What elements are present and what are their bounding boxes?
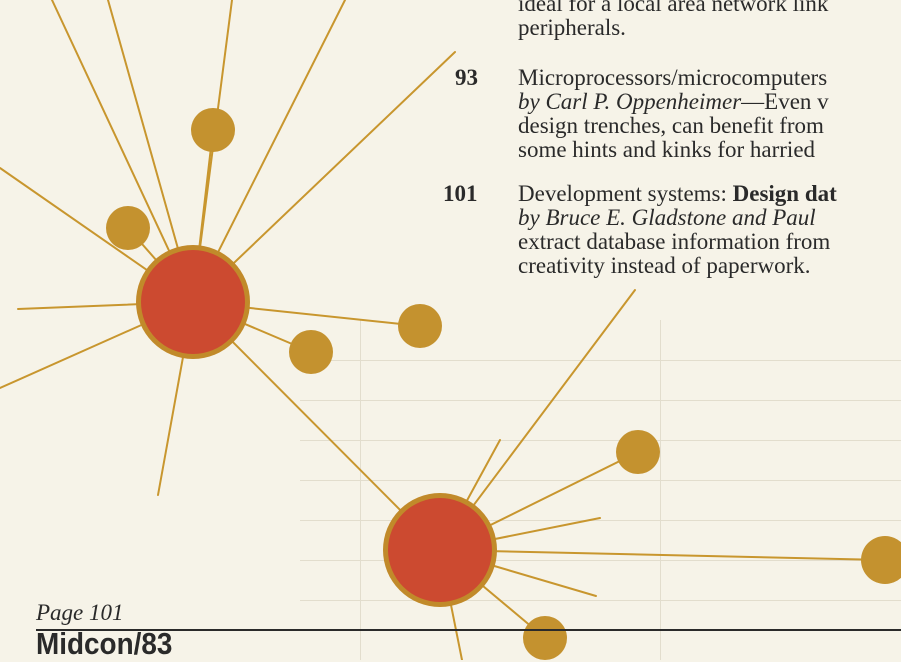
network-hub xyxy=(141,250,245,354)
network-hub xyxy=(388,498,492,602)
network-node xyxy=(398,304,442,348)
network-node xyxy=(616,430,660,474)
bg-rule xyxy=(300,440,901,441)
entry-line: design trenches, can benefit from xyxy=(518,113,824,138)
network-spoke xyxy=(192,51,456,303)
entry-line: peripherals. xyxy=(518,15,626,40)
entry-author-line: by Carl P. Oppenheimer—Even v xyxy=(518,89,829,114)
bg-rule xyxy=(300,480,901,481)
contents-entry-101: 101 Development systems: Design dat by B… xyxy=(443,182,901,282)
entry-line: Microprocessors/microcomputers xyxy=(518,65,828,90)
bg-rule xyxy=(300,400,901,401)
entry-line: ideal for a local area network link xyxy=(518,0,829,16)
bg-rule xyxy=(660,320,661,660)
entry-author: by Carl P. Oppenheimer xyxy=(518,89,742,114)
figure-caption: Page 101 xyxy=(36,600,124,625)
network-node xyxy=(191,108,235,152)
entry-line: some hints and kinks for harried xyxy=(518,137,816,162)
network-node xyxy=(106,206,150,250)
network-spoke xyxy=(192,301,441,551)
network-node xyxy=(861,536,901,584)
entry-line: extract database information from xyxy=(518,229,831,254)
entry-author-line: by Bruce E. Gladstone and Paul xyxy=(518,206,816,230)
section-rule xyxy=(36,629,901,631)
entry-title-line: Development systems: Design dat xyxy=(518,181,837,206)
network-node xyxy=(523,616,567,660)
network-spoke xyxy=(439,549,886,561)
entry-title: Design dat xyxy=(732,181,837,206)
network-node xyxy=(289,330,333,374)
contents-entry-continued: ideal for a local area network link peri… xyxy=(518,0,901,60)
entry-author: by Bruce E. Gladstone and Paul xyxy=(518,205,816,230)
entry-page-number: 101 xyxy=(443,181,478,206)
entry-page-number: 93 xyxy=(455,65,478,90)
bg-rule xyxy=(300,360,901,361)
bg-rule xyxy=(300,600,901,601)
background-table-pattern xyxy=(300,320,901,660)
entry-line: creativity instead of paperwork. xyxy=(518,253,811,278)
bg-rule xyxy=(300,520,901,521)
section-heading: Midcon/83 xyxy=(36,626,173,661)
bg-rule xyxy=(360,320,361,660)
bg-rule xyxy=(300,560,901,561)
contents-entry-93: 93 Microprocessors/microcomputers by Car… xyxy=(455,66,901,166)
